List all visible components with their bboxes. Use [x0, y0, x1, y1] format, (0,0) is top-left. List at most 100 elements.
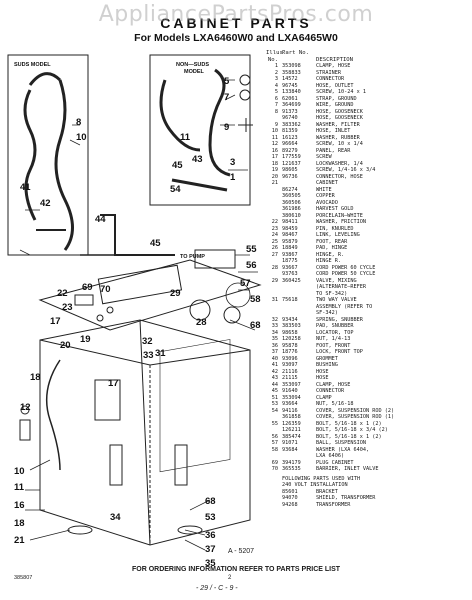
- parts-table-row: LXA 6406): [266, 453, 466, 460]
- description: HOSE, INLET: [316, 128, 351, 134]
- illus-no: 31: [271, 297, 278, 303]
- description: CLAMP: [316, 394, 332, 401]
- parts-table-row: (ALTERNATE—REFER: [266, 284, 466, 291]
- callout-45: 45: [172, 160, 183, 171]
- illus-no: 4: [274, 82, 278, 89]
- callout-10: 10: [76, 132, 87, 143]
- illus-no: 27: [271, 251, 278, 258]
- part-no: 93763: [282, 271, 298, 277]
- illus-no: 55: [271, 420, 278, 427]
- illus-no: 57: [271, 440, 278, 446]
- part-no: 121637: [282, 160, 301, 167]
- part-no: 91071: [282, 440, 298, 446]
- description: CABINET: [316, 180, 338, 186]
- part-no: 126211: [282, 427, 301, 433]
- illus-no: 33: [271, 323, 278, 329]
- callout-42: 42: [40, 198, 51, 209]
- callout-68: 68: [205, 496, 216, 507]
- following-header-2: 240 VOLT INSTALLATION: [282, 482, 348, 488]
- part-no: 93096: [282, 355, 298, 362]
- illus-no: 22: [271, 219, 278, 225]
- illus-no: 18: [271, 160, 278, 167]
- part-no: 95879: [282, 238, 298, 245]
- callout-36: 36: [205, 530, 216, 541]
- description: STRAINER: [316, 69, 341, 76]
- callout-34: 34: [110, 512, 121, 523]
- rear-panel-box: [94, 379, 121, 421]
- illus-no: 7: [274, 102, 278, 108]
- illus-no: 35: [271, 336, 278, 342]
- illus-no: 28: [271, 264, 278, 271]
- callout-37: 37: [205, 544, 216, 555]
- rear-foot: [67, 525, 93, 535]
- description: HARVEST GOLD: [316, 206, 354, 212]
- part-no: 94268: [282, 501, 298, 508]
- description: WASHER, FRICTION: [316, 219, 366, 225]
- callout-24: 20: [60, 340, 71, 351]
- callout-16: 16: [14, 500, 25, 511]
- part-no: 86274: [282, 186, 298, 193]
- description: SHIELD, TRANSFORMER: [316, 495, 376, 501]
- part-no: 21115: [282, 375, 298, 381]
- description: PAD, SNUBBER: [316, 323, 354, 329]
- illus-no: 42: [271, 368, 278, 375]
- part-no: 14572: [282, 76, 298, 82]
- part-no: 361858: [282, 414, 301, 420]
- description: AVOCADO: [316, 199, 338, 206]
- callout-22-b: 18: [14, 518, 25, 529]
- illus-no: 32: [271, 316, 278, 323]
- description: (ALTERNATE—REFER: [316, 284, 366, 290]
- description: FOOT, FRONT: [316, 342, 351, 349]
- illus-no: 51: [271, 394, 278, 401]
- part-no: 358833: [282, 69, 301, 76]
- part-no: 360506: [282, 199, 301, 206]
- gooseneck-hose: [159, 79, 201, 152]
- part-no: 98411: [282, 219, 298, 225]
- description: WASHER, FILTER: [316, 121, 360, 128]
- description: STRAP, GROUND: [316, 95, 357, 102]
- part-no: 93684: [282, 446, 298, 453]
- illus-no: 24: [271, 232, 278, 238]
- mixing-valve: [97, 264, 183, 305]
- header-no: No.: [267, 56, 278, 63]
- callout-45-b: 45: [150, 238, 161, 249]
- part-no: 21116: [282, 368, 298, 375]
- description: NUT, 1/4-13: [316, 336, 351, 342]
- illus-no: 70: [271, 466, 278, 472]
- callout-56: 57: [240, 278, 251, 289]
- illus-no: 45: [271, 388, 278, 394]
- cabinet-top-rail: [38, 259, 262, 331]
- description: PANEL, REAR: [316, 147, 351, 154]
- part-no: 18776: [282, 349, 298, 355]
- non-suds-model-box: [149, 54, 251, 206]
- part-no: 353094: [282, 394, 301, 401]
- description: CLAMP, HOSE: [316, 63, 351, 69]
- callout-5: 5: [224, 76, 230, 87]
- part-no: 18775: [282, 258, 298, 264]
- callout-44: 44: [95, 214, 106, 225]
- part-no: 383362: [282, 121, 301, 128]
